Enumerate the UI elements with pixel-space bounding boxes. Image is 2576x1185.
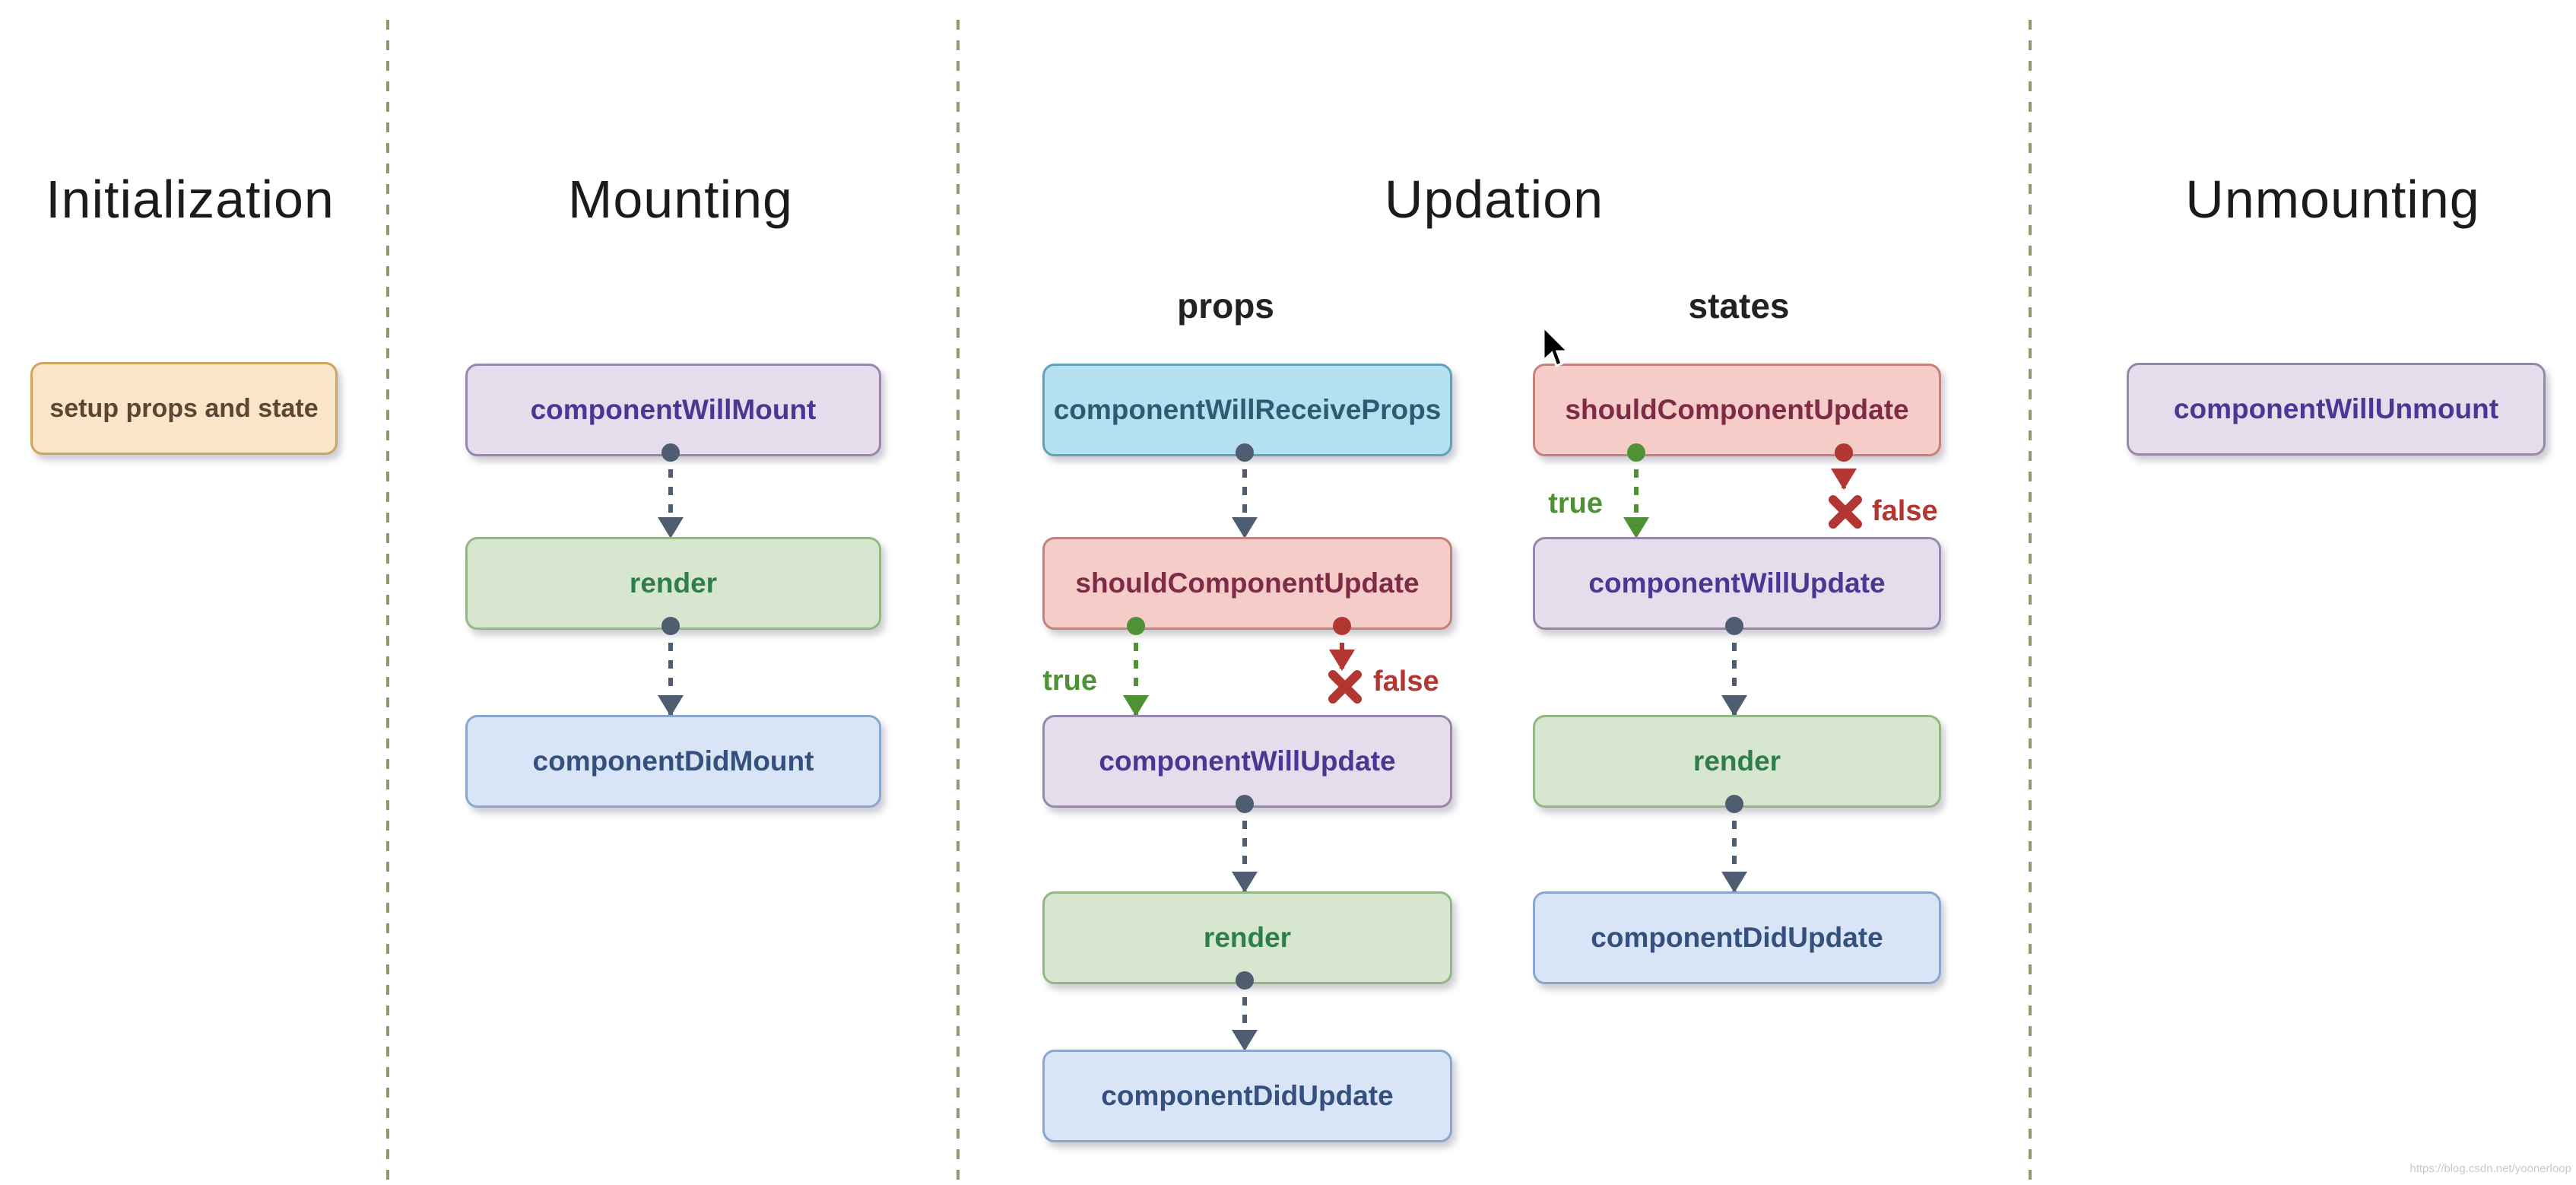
- node-component-did-mount: componentDidMount: [465, 715, 881, 808]
- column-divider: [386, 20, 389, 1185]
- node-states-component-will-update: componentWillUpdate: [1533, 537, 1941, 630]
- label-props-false: false: [1373, 666, 1439, 697]
- subflow-label-states: states: [1688, 286, 1790, 326]
- arrow-props-true-branch: [1123, 617, 1149, 716]
- arrow-states-false-branch: [1831, 443, 1857, 490]
- false-x-icon: [1829, 495, 1862, 529]
- false-x-icon: [1328, 670, 1362, 704]
- arrow-states-render-to-did-update: [1721, 795, 1747, 893]
- arrow-states-will-update-to-render: [1721, 617, 1747, 716]
- node-setup-props-and-state: setup props and state: [30, 362, 338, 455]
- node-component-will-receive-props: componentWillReceiveProps: [1042, 364, 1452, 456]
- arrow-props-will-update-to-render: [1232, 795, 1258, 893]
- section-title-initialization: Initialization: [46, 170, 335, 229]
- section-title-unmounting: Unmounting: [2185, 170, 2480, 229]
- section-title-mounting: Mounting: [568, 170, 793, 229]
- node-component-will-unmount: componentWillUnmount: [2127, 363, 2546, 456]
- mouse-cursor: [1542, 326, 1571, 368]
- node-component-will-mount: componentWillMount: [465, 364, 881, 456]
- node-props-component-did-update: componentDidUpdate: [1042, 1050, 1452, 1142]
- arrow-props-false-branch: [1329, 617, 1355, 671]
- arrow-render-to-did-mount: [658, 617, 684, 716]
- column-divider: [2029, 20, 2032, 1185]
- node-states-component-did-update: componentDidUpdate: [1533, 891, 1941, 984]
- label-states-false: false: [1872, 495, 1938, 527]
- subflow-label-props: props: [1177, 286, 1274, 326]
- node-props-component-will-update: componentWillUpdate: [1042, 715, 1452, 808]
- arrow-props-render-to-did-update: [1232, 971, 1258, 1051]
- node-props-render: render: [1042, 891, 1452, 984]
- arrow-states-true-branch: [1623, 443, 1649, 538]
- label-states-true: true: [1548, 488, 1603, 519]
- watermark-url: https://blog.csdn.net/yoonerloop: [2409, 1162, 2571, 1175]
- column-divider: [956, 20, 960, 1185]
- arrow-receive-props-to-should-update: [1232, 443, 1258, 538]
- section-title-updation: Updation: [1384, 170, 1604, 229]
- node-mounting-render: render: [465, 537, 881, 630]
- arrow-will-mount-to-render: [658, 443, 684, 538]
- node-states-render: render: [1533, 715, 1941, 808]
- label-props-true: true: [1042, 665, 1097, 697]
- node-props-should-component-update: shouldComponentUpdate: [1042, 537, 1452, 630]
- node-states-should-component-update: shouldComponentUpdate: [1533, 364, 1941, 456]
